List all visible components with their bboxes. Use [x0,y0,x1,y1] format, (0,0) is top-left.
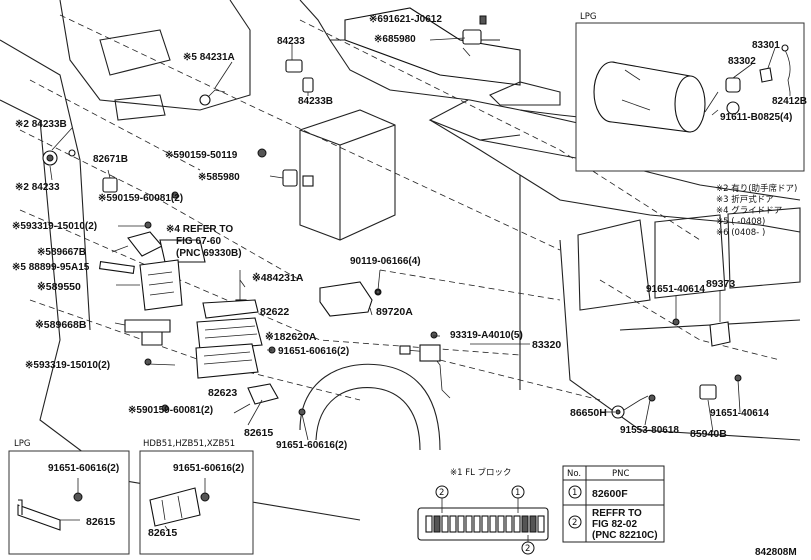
label-593319-a: ※593319-15010(2) [12,221,97,232]
label-83320: 83320 [532,339,561,351]
svg-text:HDB51,HZB51,XZB51: HDB51,HZB51,XZB51 [143,439,235,449]
label-91651-40614-b: 91651-40614 [710,408,769,419]
label-590159-60081-b: ※590159-60081(2) [128,405,213,416]
fl-marker-1: 1 [515,488,520,498]
label-84233b: 84233B [298,96,333,107]
fl-block-cell [465,515,473,533]
fl-block-cell [529,515,537,533]
label-85940b: 85940B [690,428,727,440]
figure-code: 842808M [755,547,797,558]
label-hdb-bolt: 91651-60616(2) [173,463,244,474]
label-lpg-82615: 82615 [86,516,115,528]
fl-block-cell [537,515,545,533]
fl-block-diagram [417,485,549,555]
fl-block-cell [481,515,489,533]
label-88899: ※5 88899-95A15 [12,262,90,273]
label-82412b: 82412B [772,96,807,107]
fl-marker-2-bottom: 2 [525,544,530,554]
label-refer-3: (PNC 69330B) [176,248,242,259]
footnote-2: ※3 折戸式ドア [716,194,774,205]
label-90119: 90119-06166(4) [350,256,421,267]
vehicle-outline [0,0,801,521]
lpg-inset-top: LPG [575,12,805,172]
label-82671b: 82671B [93,154,128,165]
fl-block-cell [505,515,513,533]
fl-block-cell [473,515,481,533]
fl-block-cell [457,515,465,533]
label-89373: 89373 [706,278,735,290]
pnc-row2-line3: (PNC 82210C) [592,530,658,541]
label-93319: 93319-A4010(5) [450,330,523,341]
label-91553: 91553-80618 [620,425,679,436]
fl-block-title: ※1 FL ブロック [450,467,512,478]
label-lpg-bolt: 91651-60616(2) [48,463,119,474]
label-691621: ※691621-J0612 [369,14,442,25]
label-91611: 91611-B0825(4) [720,112,792,123]
label-590159-50119: ※590159-50119 [165,150,238,161]
footnotes: ※2 有り(助手席ドア)※3 折戸式ドア※4 グライドドア※5 ( -0408)… [716,183,797,238]
pnc-row1-no: 1 [572,488,577,498]
fl-marker-2: 2 [439,488,444,498]
lpg-inset-bottom: LPG [8,439,130,555]
label-82623: 82623 [208,387,237,399]
pnc-header-no: No. [567,469,581,479]
fl-block-cell [433,515,441,533]
footnote-1: ※2 有り(助手席ドア) [716,183,797,194]
label-83302: 83302 [728,56,756,67]
label-589667b: ※589667B [37,247,86,258]
label-82622: 82622 [260,306,289,318]
label-refer-2: FIG 67-60 [176,236,221,247]
leader-lines [49,37,741,441]
label-91651-40614-a: 91651-40614 [646,284,705,295]
fl-block-cell [441,515,449,533]
label-refer-1: ※4 REFER TO [166,224,233,235]
label-585980: ※585980 [198,172,240,183]
hdb51-inset: HDB51,HZB51,XZB51 [139,439,254,555]
label-685980: ※685980 [374,34,416,45]
svg-text:LPG: LPG [580,12,596,22]
label-hdb-82615: 82615 [148,527,177,539]
footnote-5: ※6 (0408- ) [716,228,765,238]
label-82615: 82615 [244,427,273,439]
label-589668b: ※589668B [35,319,87,331]
label-84233-left: ※2 84233 [15,182,60,193]
label-84233: 84233 [277,36,305,47]
label-89550: ※589550 [37,281,81,293]
fl-block-cell [497,515,505,533]
fl-block-cell [521,515,529,533]
footnote-3: ※4 グライドドア [716,205,782,216]
label-593319-b: ※593319-15010(2) [25,360,110,371]
label-83301: 83301 [752,40,780,51]
label-91651-b: 91651-60616(2) [276,440,347,451]
label-590159-60081-a: ※590159-60081(2) [98,193,183,204]
pnc-row2-no: 2 [572,518,577,528]
label-91651-a: 91651-60616(2) [278,346,349,357]
pnc-row1-pnc: 82600F [592,488,628,500]
pnc-row2-line1: REFFR TO [592,508,642,519]
label-82620a: ※182620A [265,331,317,343]
label-86650h: 86650H [570,407,607,419]
fl-block-cell [513,515,521,533]
pnc-table [562,465,665,543]
fl-block-cell [449,515,457,533]
label-84231a: ※5 84231A [183,52,235,63]
pnc-header-pnc: PNC [612,469,629,479]
label-84231a-mid: ※484231A [252,272,304,284]
part-labels: 84233 ※5 84231A 84233B ※2 84233B ※2 8423… [12,14,807,539]
part-drawings [42,15,742,419]
fl-block-cell [425,515,433,533]
fl-block-cell [489,515,497,533]
pnc-row2-line2: FIG 82-02 [592,519,637,530]
footnote-4: ※5 ( -0408) [716,217,765,227]
svg-text:LPG: LPG [14,439,30,449]
label-89720a: 89720A [376,306,413,318]
label-84233b-left: ※2 84233B [15,119,67,130]
